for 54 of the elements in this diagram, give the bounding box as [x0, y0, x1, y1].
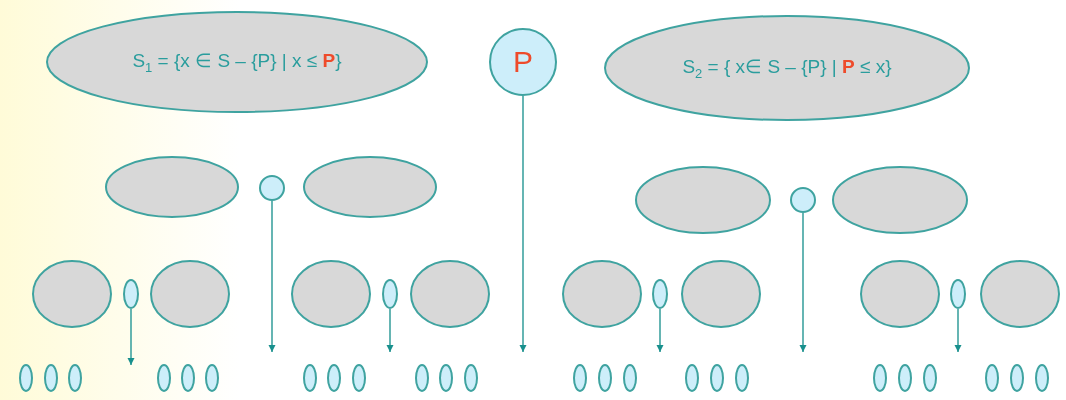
pivot-label: P	[513, 45, 533, 79]
set-formula: S$_{1}$ = {x ∈ S – {P} | x ≤ P}	[132, 49, 342, 75]
arrow	[386, 308, 394, 353]
oval-node	[382, 279, 398, 309]
oval-node	[923, 364, 937, 392]
oval-node	[181, 364, 195, 392]
oval-node	[19, 364, 33, 392]
oval-node	[873, 364, 887, 392]
oval-node	[415, 364, 429, 392]
pivot-circle	[489, 28, 557, 96]
arrow	[127, 308, 135, 366]
ellipse-node	[562, 260, 642, 328]
oval-node	[352, 364, 366, 392]
ellipse-node	[681, 260, 761, 328]
ellipse-node	[303, 156, 437, 218]
circle-node	[790, 187, 816, 213]
ellipse-node	[980, 260, 1060, 328]
oval-node	[68, 364, 82, 392]
arrow	[656, 308, 664, 353]
ellipse-node	[410, 260, 490, 328]
set-formula: S$_{2}$ = { x∈ S – {P} | P ≤ x}	[682, 55, 892, 81]
arrow	[799, 212, 807, 353]
oval-node	[710, 364, 724, 392]
arrow	[268, 200, 276, 353]
oval-node	[898, 364, 912, 392]
set-ellipse	[46, 11, 428, 113]
oval-node	[327, 364, 341, 392]
ellipse-node	[150, 260, 230, 328]
oval-node	[685, 364, 699, 392]
ellipse-node	[635, 166, 771, 234]
ellipse-node	[32, 260, 112, 328]
oval-node	[464, 364, 478, 392]
oval-node	[573, 364, 587, 392]
arrow	[954, 308, 962, 353]
circle-node	[259, 175, 285, 201]
oval-node	[985, 364, 999, 392]
set-ellipse	[604, 15, 970, 121]
oval-node	[1010, 364, 1024, 392]
oval-node	[303, 364, 317, 392]
oval-node	[735, 364, 749, 392]
oval-node	[652, 279, 668, 309]
oval-node	[950, 279, 966, 309]
arrow	[519, 95, 527, 353]
ellipse-node	[832, 166, 968, 234]
ellipse-node	[291, 260, 371, 328]
ellipse-node	[860, 260, 940, 328]
oval-node	[1035, 364, 1049, 392]
oval-node	[205, 364, 219, 392]
oval-node	[623, 364, 637, 392]
oval-node	[157, 364, 171, 392]
ellipse-node	[105, 156, 239, 218]
oval-node	[44, 364, 58, 392]
oval-node	[439, 364, 453, 392]
oval-node	[598, 364, 612, 392]
